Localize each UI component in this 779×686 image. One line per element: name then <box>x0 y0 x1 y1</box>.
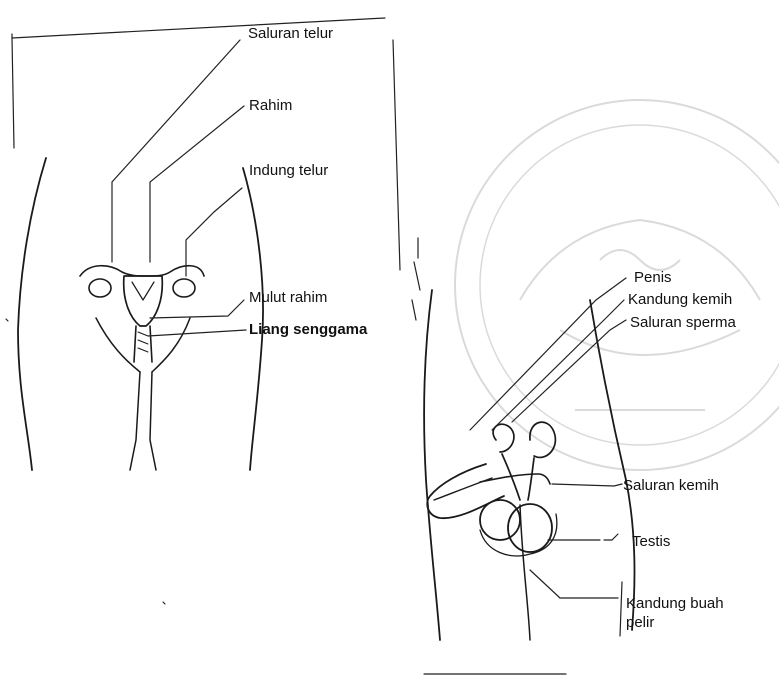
female-body-right-contour <box>243 168 263 470</box>
groin-left-crease <box>96 318 140 372</box>
label-scrotum-line2: pelir <box>626 615 654 630</box>
female-figure <box>12 18 420 470</box>
label-cervix: Mulut rahim <box>249 290 327 305</box>
scrotum-bracket <box>620 582 622 636</box>
leader-penis <box>470 278 626 430</box>
label-penis: Penis <box>634 270 672 285</box>
left-ovary <box>89 279 111 297</box>
leader-fallopian-tube <box>112 40 240 262</box>
female-body-left-contour <box>18 158 46 470</box>
male-body-left-contour <box>424 290 440 640</box>
label-urethra: Saluran kemih <box>623 478 719 493</box>
leader-urethra <box>552 484 622 486</box>
vagina-canal <box>134 326 152 362</box>
bladder-loop-left <box>493 424 514 452</box>
label-bladder: Kandung kemih <box>628 292 732 307</box>
male-figure <box>424 278 634 640</box>
penis-outline <box>427 464 504 518</box>
label-vagina: Liang senggama <box>249 322 367 337</box>
leader-vagina <box>148 330 246 336</box>
leader-ovary <box>186 188 242 276</box>
inner-thigh-lines <box>130 372 156 470</box>
label-fallopian-tube: Saluran telur <box>248 26 333 41</box>
uterus-body <box>124 276 163 326</box>
speck <box>163 602 165 604</box>
testis-left <box>480 500 520 540</box>
female-frame-right <box>393 40 400 270</box>
leader-scrotum <box>530 570 618 598</box>
leader-cervix <box>150 300 244 318</box>
bladder-loop-right <box>530 422 556 457</box>
groin-right-crease <box>152 318 190 372</box>
uterus-cavity <box>132 282 154 300</box>
speck-left <box>6 319 8 321</box>
label-testis: Testis <box>632 534 670 549</box>
vagina-rugae <box>138 332 148 352</box>
female-frame-left <box>12 38 14 148</box>
thigh-line <box>520 505 530 640</box>
label-ovary: Indung telur <box>249 163 328 178</box>
label-scrotum-line1: Kandung buah <box>626 596 724 611</box>
right-ovary <box>173 279 195 297</box>
testis-right <box>508 504 552 552</box>
leader-testis <box>548 534 618 540</box>
label-uterus: Rahim <box>249 98 292 113</box>
frame-fragment <box>412 238 420 320</box>
leader-uterus <box>150 106 244 262</box>
scrotum-outline <box>480 514 557 556</box>
label-sperm-duct: Saluran sperma <box>630 315 736 330</box>
